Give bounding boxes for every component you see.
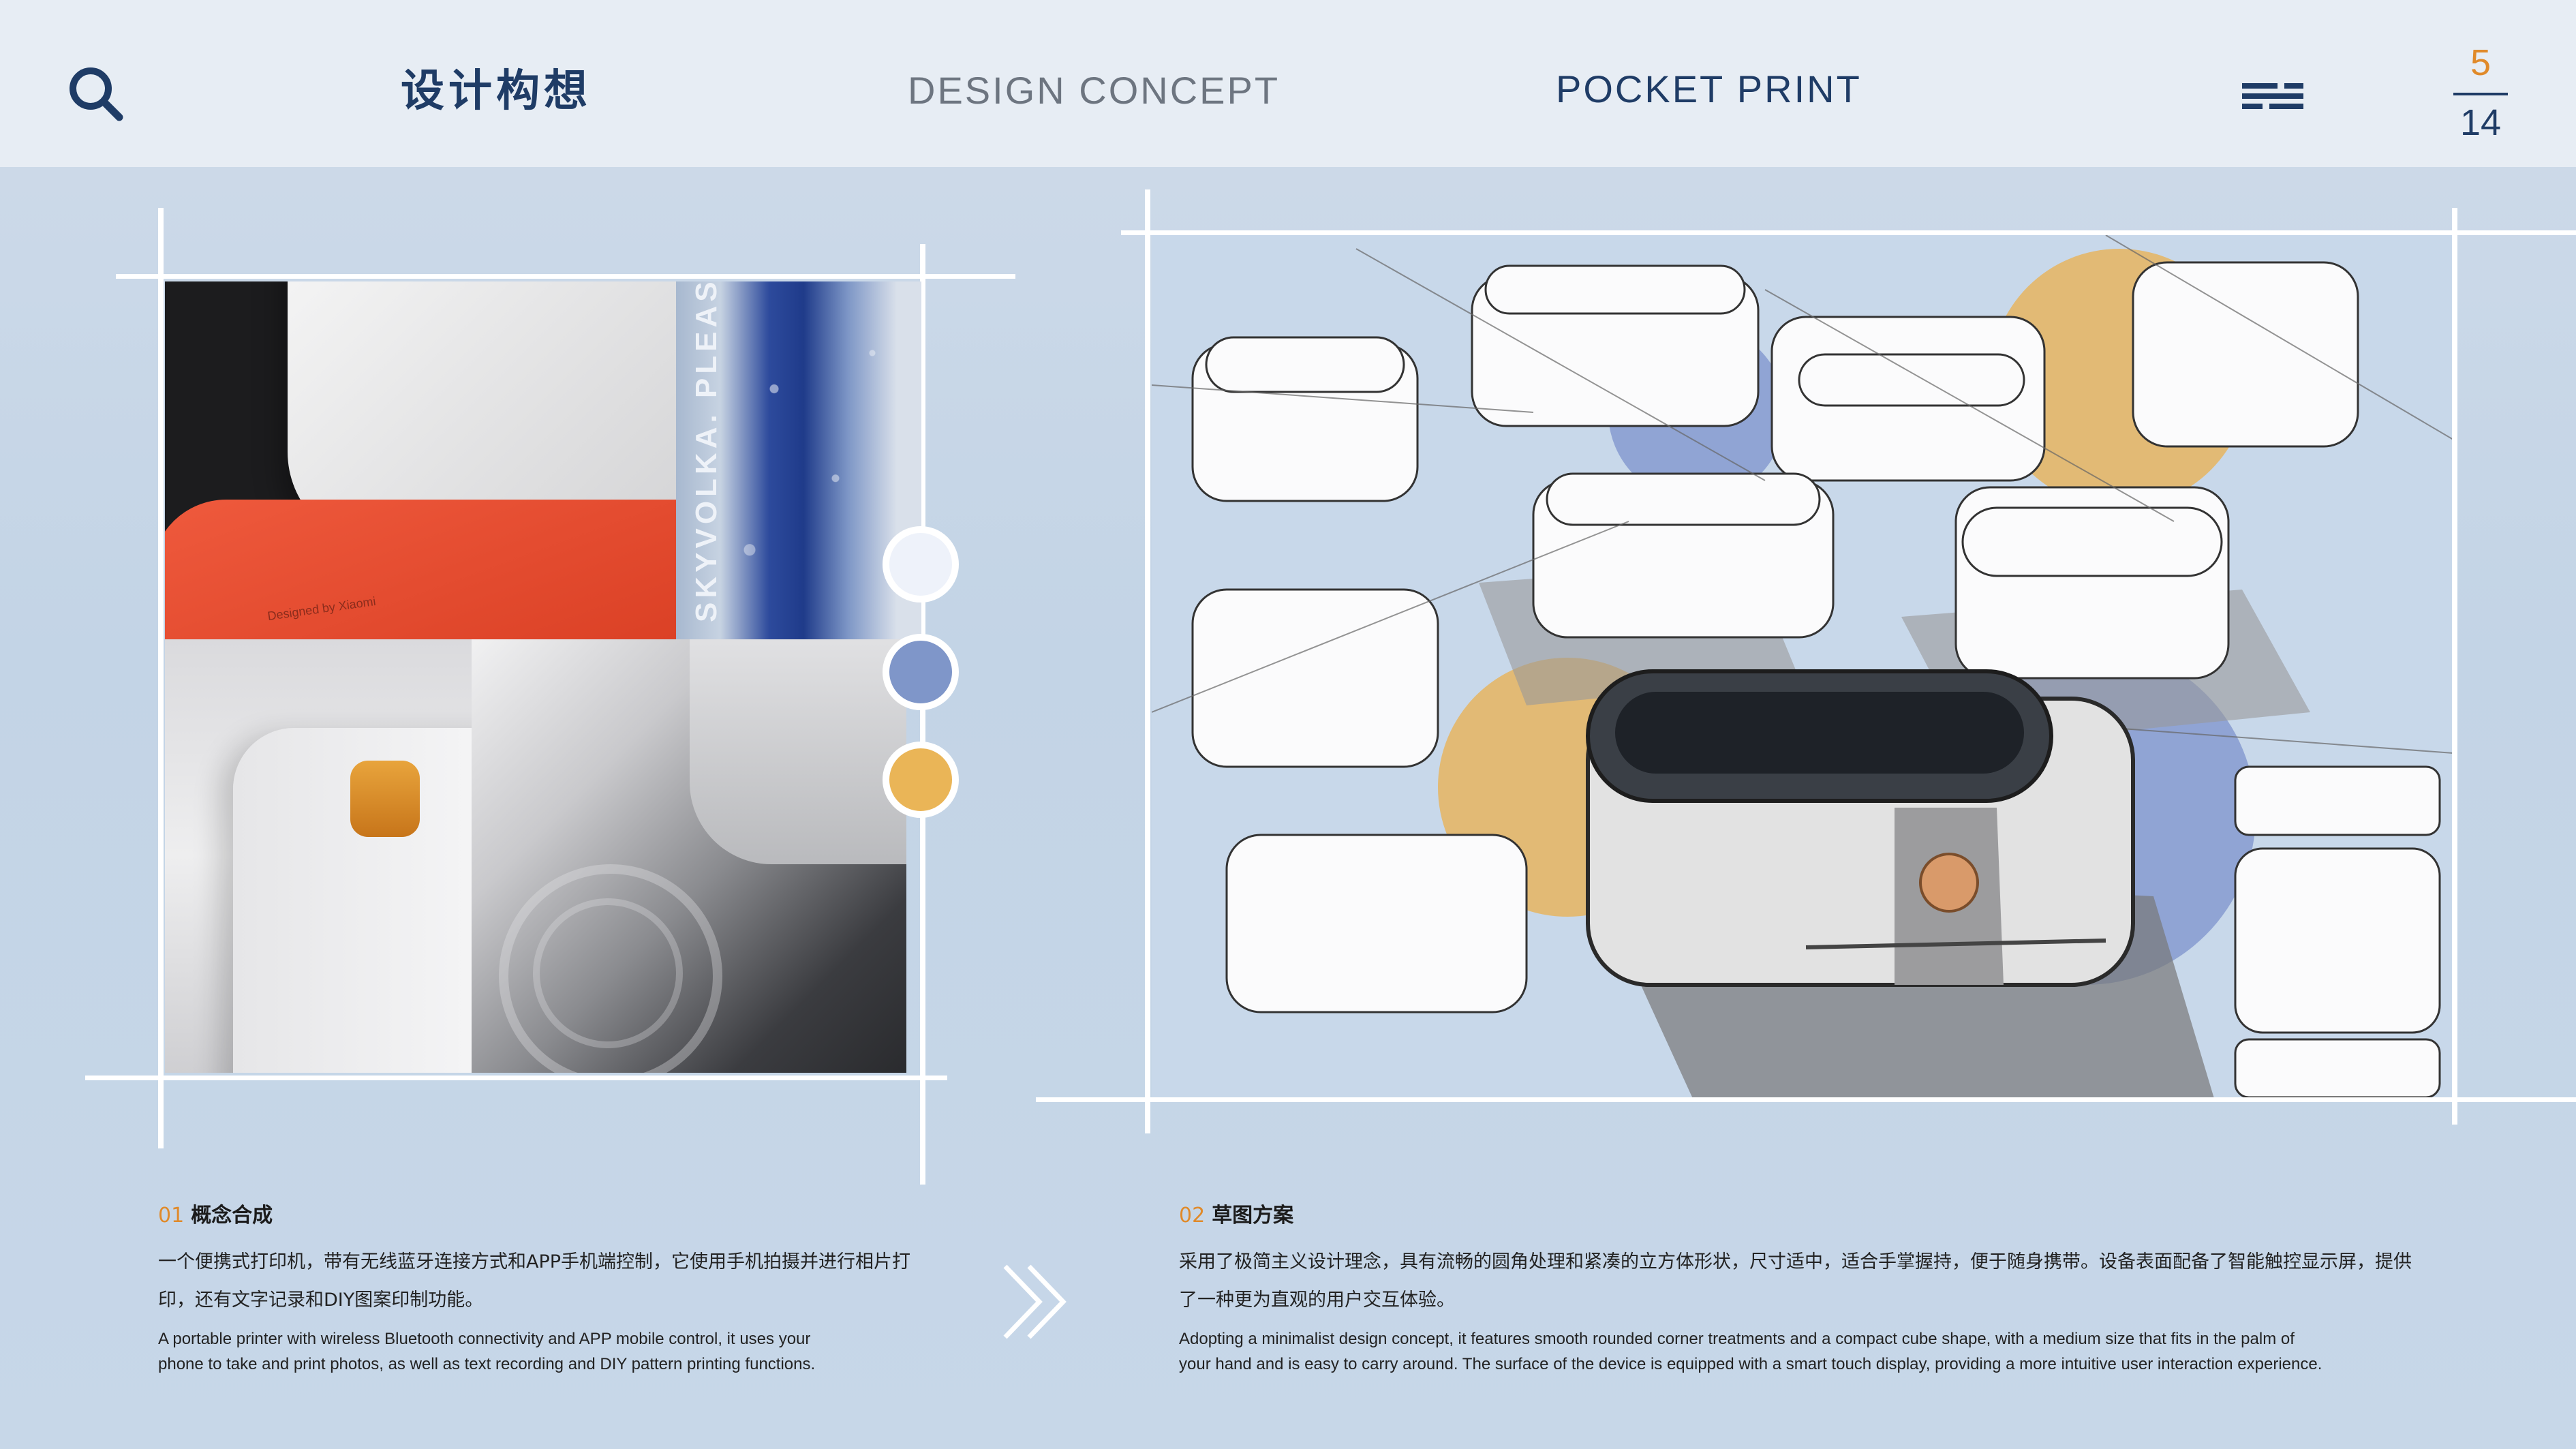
color-swatch-yellow (883, 742, 959, 818)
search-icon[interactable] (65, 63, 126, 124)
section-number: 01 (158, 1204, 185, 1227)
sketch-panel (1152, 235, 2453, 1097)
mood-photo-blue-poster: SKYVOLKA. PLEASE (676, 281, 921, 639)
section-text-en: A portable printer with wireless Bluetoo… (158, 1330, 816, 1373)
mood-photo-orange-button (165, 639, 472, 1073)
mood-photo-red-device: Designed by Xiaomi (165, 281, 676, 639)
sketch-drawing (1152, 235, 2453, 1097)
double-chevron-right-icon[interactable] (998, 1260, 1073, 1345)
frame-line (116, 274, 1015, 279)
page-title-cn: 设计构想 (401, 66, 592, 117)
frame-line (85, 1076, 947, 1080)
section-concept: 01 概念合成 一个便携式打印机，带有无线蓝牙连接方式和APP手机端控制，它使用手… (158, 1198, 915, 1377)
frame-line (1121, 230, 2576, 235)
section-heading: 02 草图方案 (1179, 1198, 2426, 1228)
frame-line (920, 244, 925, 1185)
page-total: 14 (2459, 102, 2502, 143)
section-heading: 01 概念合成 (158, 1198, 915, 1228)
frame-line (158, 208, 164, 1148)
section-text-cn: 一个便携式打印机，带有无线蓝牙连接方式和APP手机端控制，它使用手机拍摄并进行相… (158, 1251, 911, 1311)
page-indicator: 5 14 (2453, 42, 2508, 143)
section-title: 草图方案 (1212, 1204, 1294, 1227)
poster-text: SKYVOLKA. PLEASE (690, 281, 723, 622)
page-divider (2453, 93, 2508, 95)
section-number: 02 (1179, 1204, 1206, 1227)
menu-icon[interactable] (2242, 82, 2303, 110)
header-bar: 设计构想 DESIGN CONCEPT POCKET PRINT 5 14 (0, 0, 2576, 167)
section-sketch: 02 草图方案 采用了极简主义设计理念，具有流畅的圆角处理和紧凑的立方体形状，尺寸… (1179, 1198, 2426, 1377)
color-swatch-white (883, 526, 959, 603)
section-text-en: Adopting a minimalist design concept, it… (1179, 1330, 2322, 1373)
frame-line (2452, 208, 2457, 1125)
mood-photo-transparent-device (472, 639, 906, 1073)
color-swatch-blue (883, 634, 959, 710)
frame-line (1036, 1097, 2576, 1102)
product-name: POCKET PRINT (1556, 67, 1862, 110)
section-title: 概念合成 (191, 1204, 273, 1227)
section-text-cn: 采用了极简主义设计理念，具有流畅的圆角处理和紧凑的立方体形状，尺寸适中，适合手掌… (1179, 1251, 2412, 1311)
frame-line (1145, 189, 1150, 1133)
page-current: 5 (2470, 42, 2491, 83)
page-title-en: DESIGN CONCEPT (908, 69, 1281, 112)
